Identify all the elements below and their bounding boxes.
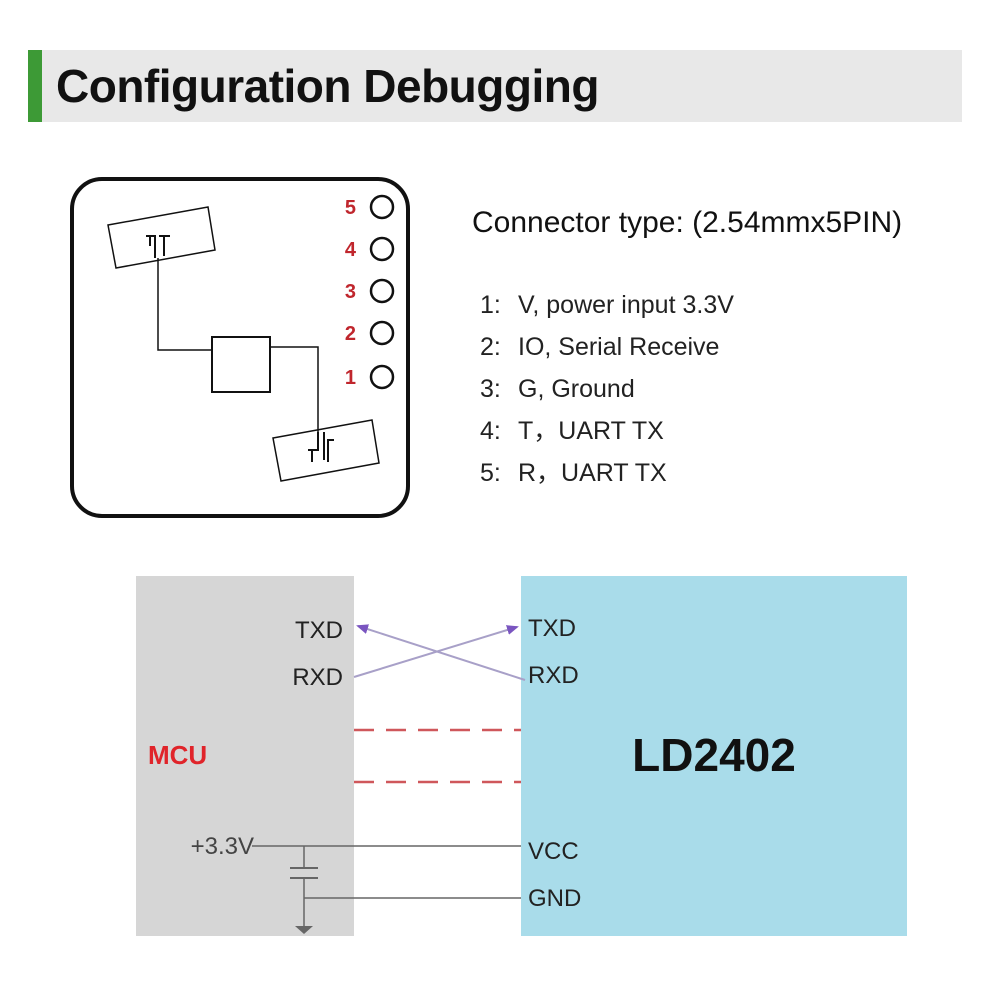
trace-bottom xyxy=(270,346,319,432)
pin-label-3: 3 xyxy=(345,281,356,303)
pin-2-hole xyxy=(369,320,395,346)
module-rxd-label: RXD xyxy=(528,662,579,689)
pin-header: 5 4 3 2 1 xyxy=(345,194,395,390)
pin-description-item: 4:T，UART TX xyxy=(480,417,664,445)
rxd-to-txd-line-2 xyxy=(353,625,519,678)
mcu-power-label: +3.3V xyxy=(191,833,254,860)
pin-label-1: 1 xyxy=(345,367,356,389)
trace-top xyxy=(157,258,212,351)
pin-description-item: 2:IO, Serial Receive xyxy=(480,333,720,361)
wiring-diagram: TXD RXD MCU +3.3V TXD RXD LD2402 VCC GND xyxy=(136,576,907,936)
module-txd-label: TXD xyxy=(528,615,576,642)
antenna-pad-bottom xyxy=(272,419,380,482)
ground-symbol xyxy=(295,926,313,934)
module-vcc-label: VCC xyxy=(528,838,579,865)
pin-3-hole xyxy=(369,278,395,304)
module-name: LD2402 xyxy=(632,729,796,781)
pin-5-hole xyxy=(369,194,395,220)
pin-description-list: 1:V, power input 3.3V 2:IO, Serial Recei… xyxy=(480,284,734,494)
pin-description-item: 1:V, power input 3.3V xyxy=(480,291,734,319)
section-header: Configuration Debugging xyxy=(28,50,962,122)
antenna-pad-top xyxy=(107,206,216,269)
pin-label-5: 5 xyxy=(345,197,356,219)
mcu-txd-label: TXD xyxy=(295,617,343,644)
mcu-label: MCU xyxy=(148,740,207,770)
pin-1-hole xyxy=(369,364,395,390)
mcu-rxd-label: RXD xyxy=(292,664,343,691)
pin-label-4: 4 xyxy=(345,239,357,261)
rxd-to-txd-line xyxy=(356,624,526,681)
page-title: Configuration Debugging xyxy=(56,60,599,112)
connector-type-title: Connector type: (2.54mmx5PIN) xyxy=(472,206,903,239)
board-diagram: 5 4 3 2 1 xyxy=(70,177,410,518)
module-gnd-label: GND xyxy=(528,885,581,912)
pin-description-item: 3:G, Ground xyxy=(480,375,635,403)
header-accent-bar xyxy=(28,50,42,122)
pin-description-item: 5:R，UART TX xyxy=(480,459,667,487)
module-block xyxy=(521,576,907,936)
pin-4-hole xyxy=(369,236,395,262)
chip xyxy=(211,336,271,393)
pin-label-2: 2 xyxy=(345,323,356,345)
mcu-block xyxy=(136,576,354,936)
